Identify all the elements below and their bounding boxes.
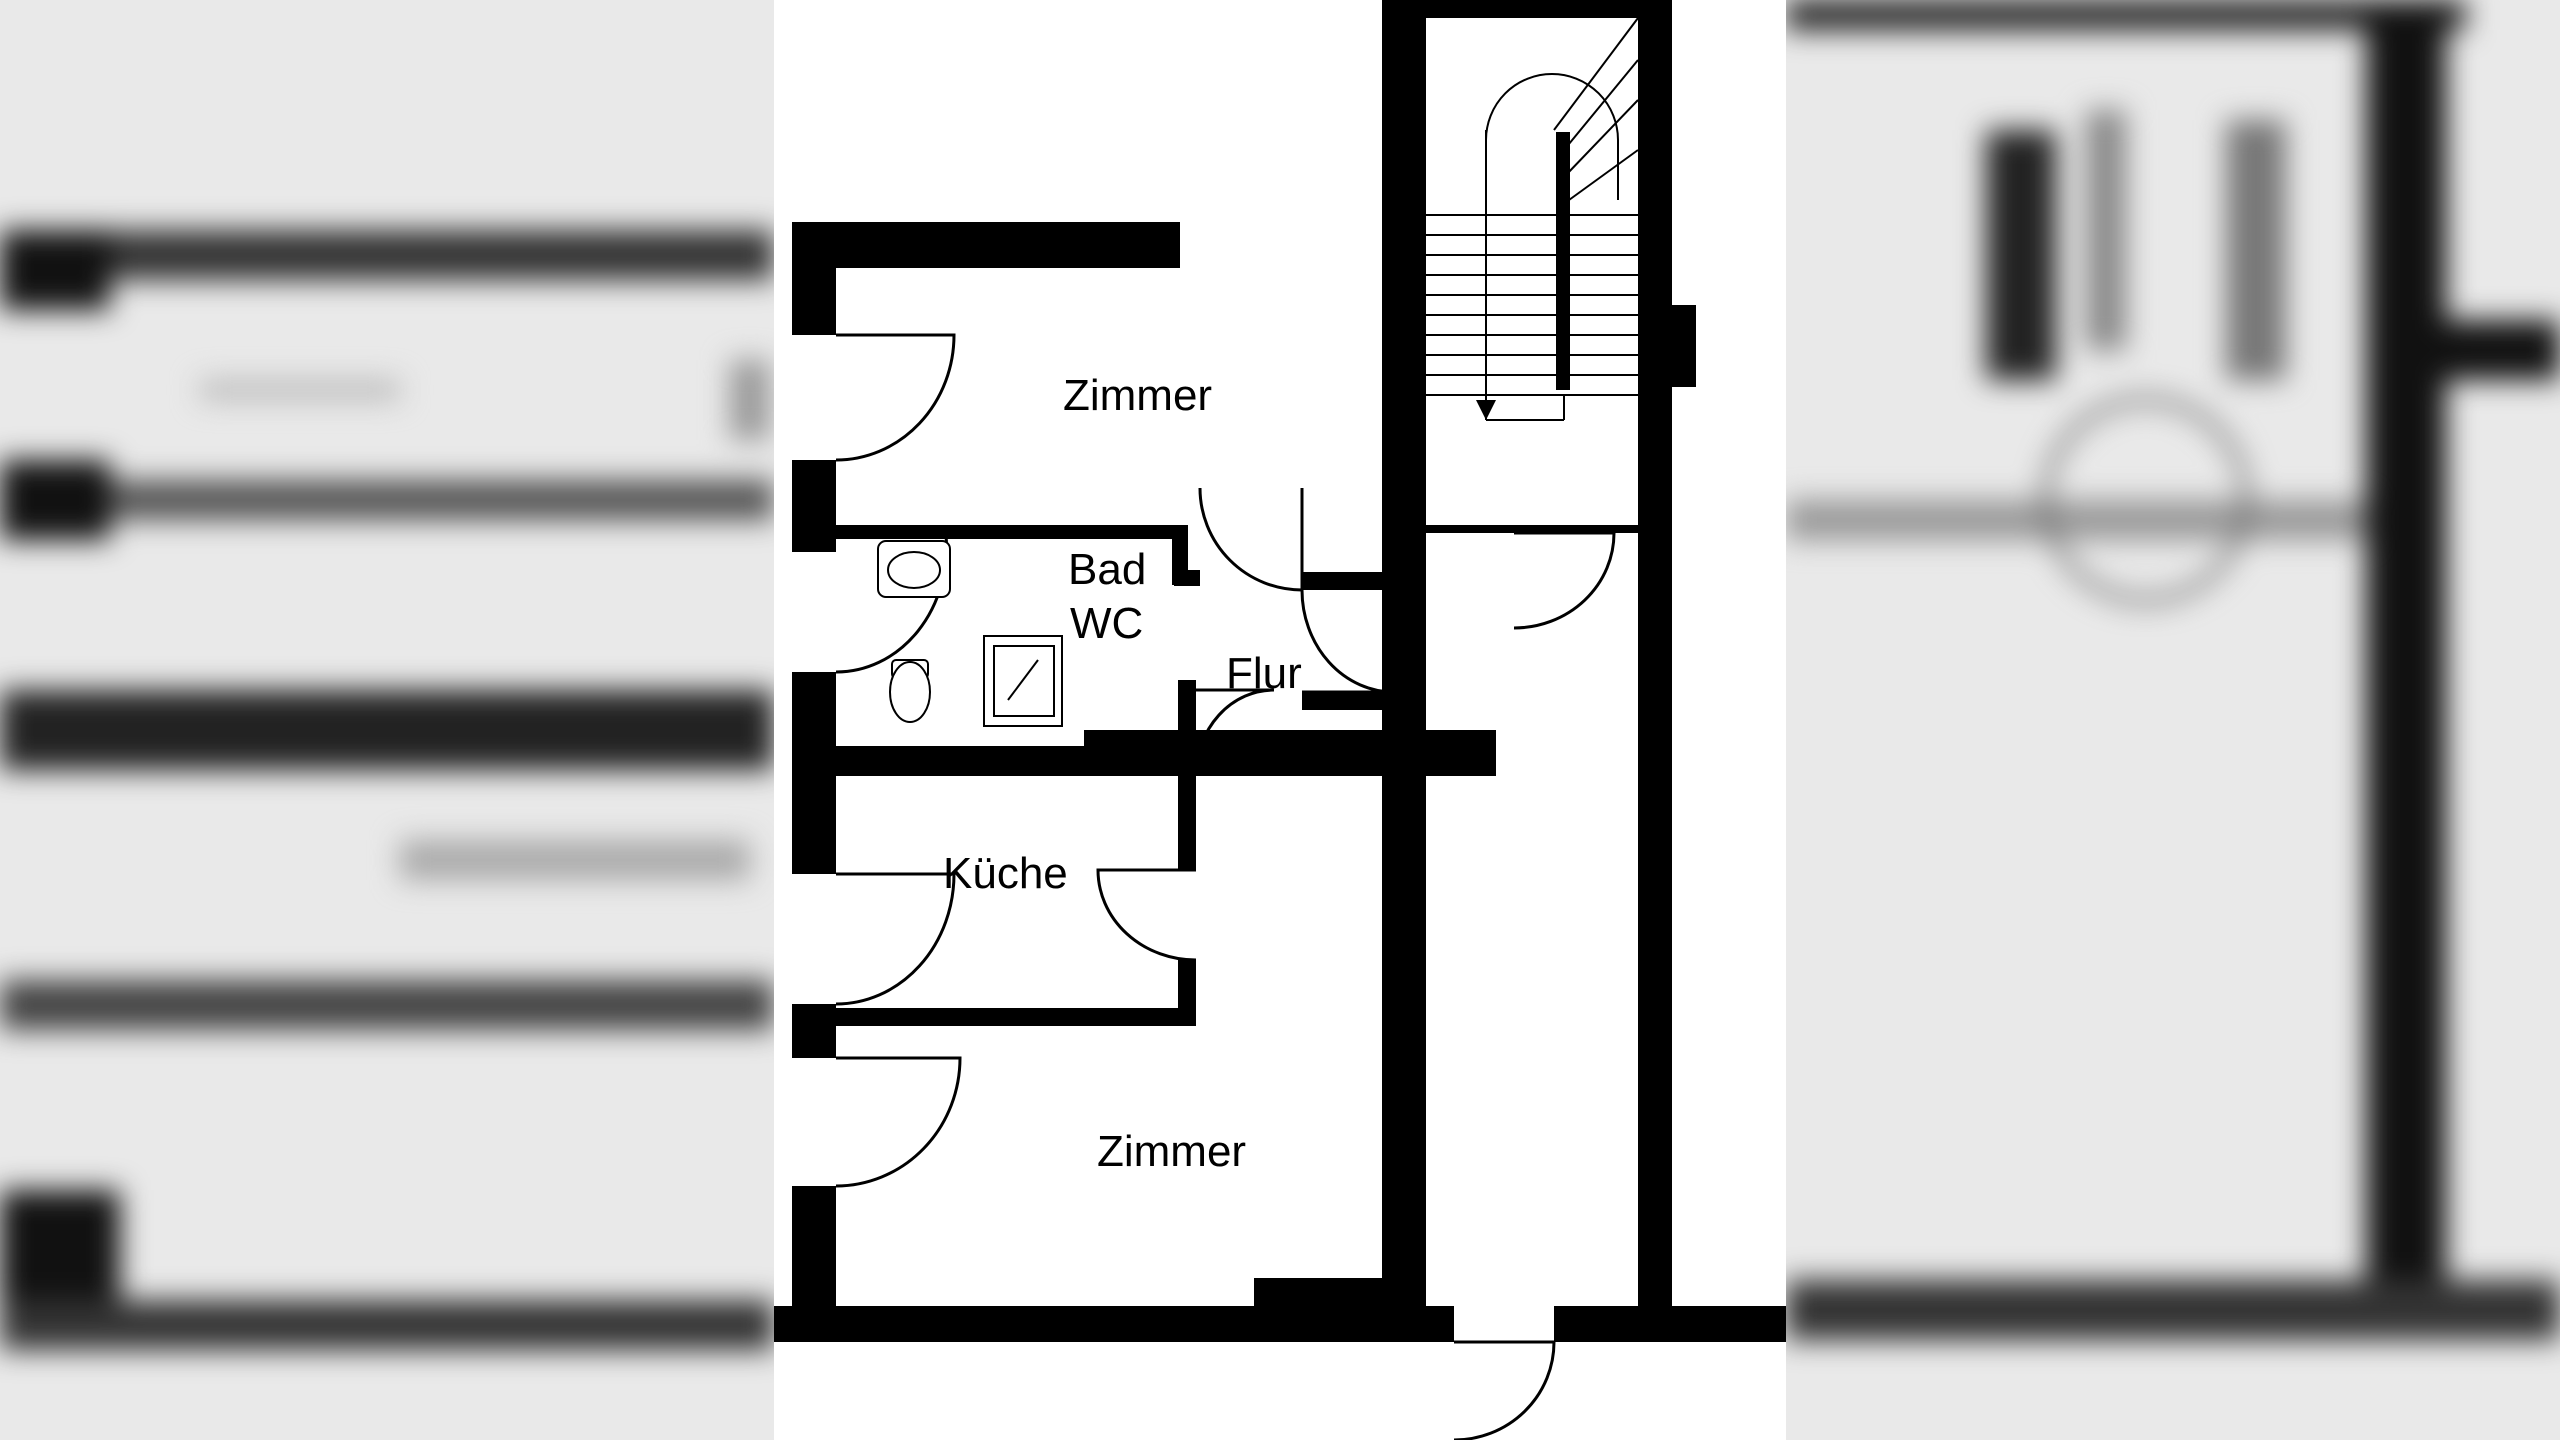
wall	[792, 222, 1180, 268]
room-label-zimmer-top: Zimmer	[1063, 371, 1213, 420]
walls	[774, 0, 1786, 1342]
floor-plan: Zimmer Bad WC Flur Küche Zimmer	[774, 0, 1786, 1440]
wall	[1382, 0, 1656, 18]
stair-handrail	[1556, 132, 1570, 390]
door-swings	[835, 333, 1616, 1440]
wall	[1672, 305, 1696, 387]
shower-drain-line	[1007, 659, 1039, 701]
door-swing	[835, 872, 956, 1006]
wall	[836, 746, 1496, 776]
door-swing	[1453, 1340, 1556, 1440]
sink-basin	[887, 551, 941, 589]
door-swing	[1198, 487, 1304, 592]
wall	[774, 1306, 1454, 1342]
wall	[792, 1004, 836, 1058]
room-label-kueche: Küche	[943, 849, 1068, 898]
floor-plan-drawing	[774, 0, 1786, 1440]
wall	[1302, 692, 1394, 710]
room-label-flur: Flur	[1226, 649, 1302, 698]
wall	[1426, 525, 1638, 533]
sanitary-fixtures	[877, 540, 1063, 727]
wall	[1394, 268, 1426, 1324]
door-swing	[835, 1056, 962, 1188]
wall	[1382, 222, 1426, 268]
staircase	[1426, 17, 1639, 421]
toilet-bowl	[889, 661, 931, 723]
blurred-backdrop-left	[0, 0, 774, 1440]
door-swing	[1300, 589, 1395, 694]
wall	[1174, 570, 1200, 586]
stair-direction-arrow	[1476, 400, 1496, 420]
wall	[1278, 730, 1394, 776]
wall	[836, 1008, 1196, 1026]
wall	[1178, 680, 1196, 746]
blurred-backdrop-right	[1786, 0, 2560, 1440]
blurred-backdrop-right-art	[1786, 0, 2560, 1340]
room-label-zimmer-bottom: Zimmer	[1097, 1127, 1247, 1176]
wall	[1554, 1306, 1786, 1342]
shower-inner	[993, 645, 1055, 717]
door-swing	[835, 333, 956, 462]
wall	[792, 672, 836, 874]
wall	[792, 1186, 836, 1324]
windows	[1180, 578, 1394, 1008]
door-swing	[1513, 531, 1616, 630]
door-swing	[1194, 688, 1275, 777]
wall	[836, 525, 1188, 539]
room-label-bad: Bad	[1068, 545, 1147, 594]
wall	[792, 460, 836, 552]
door-swing	[1096, 868, 1197, 962]
wall	[1638, 0, 1672, 1324]
wall	[1254, 1278, 1404, 1308]
blurred-backdrop-left-art	[0, 230, 774, 1350]
room-label-wc: WC	[1070, 599, 1144, 648]
